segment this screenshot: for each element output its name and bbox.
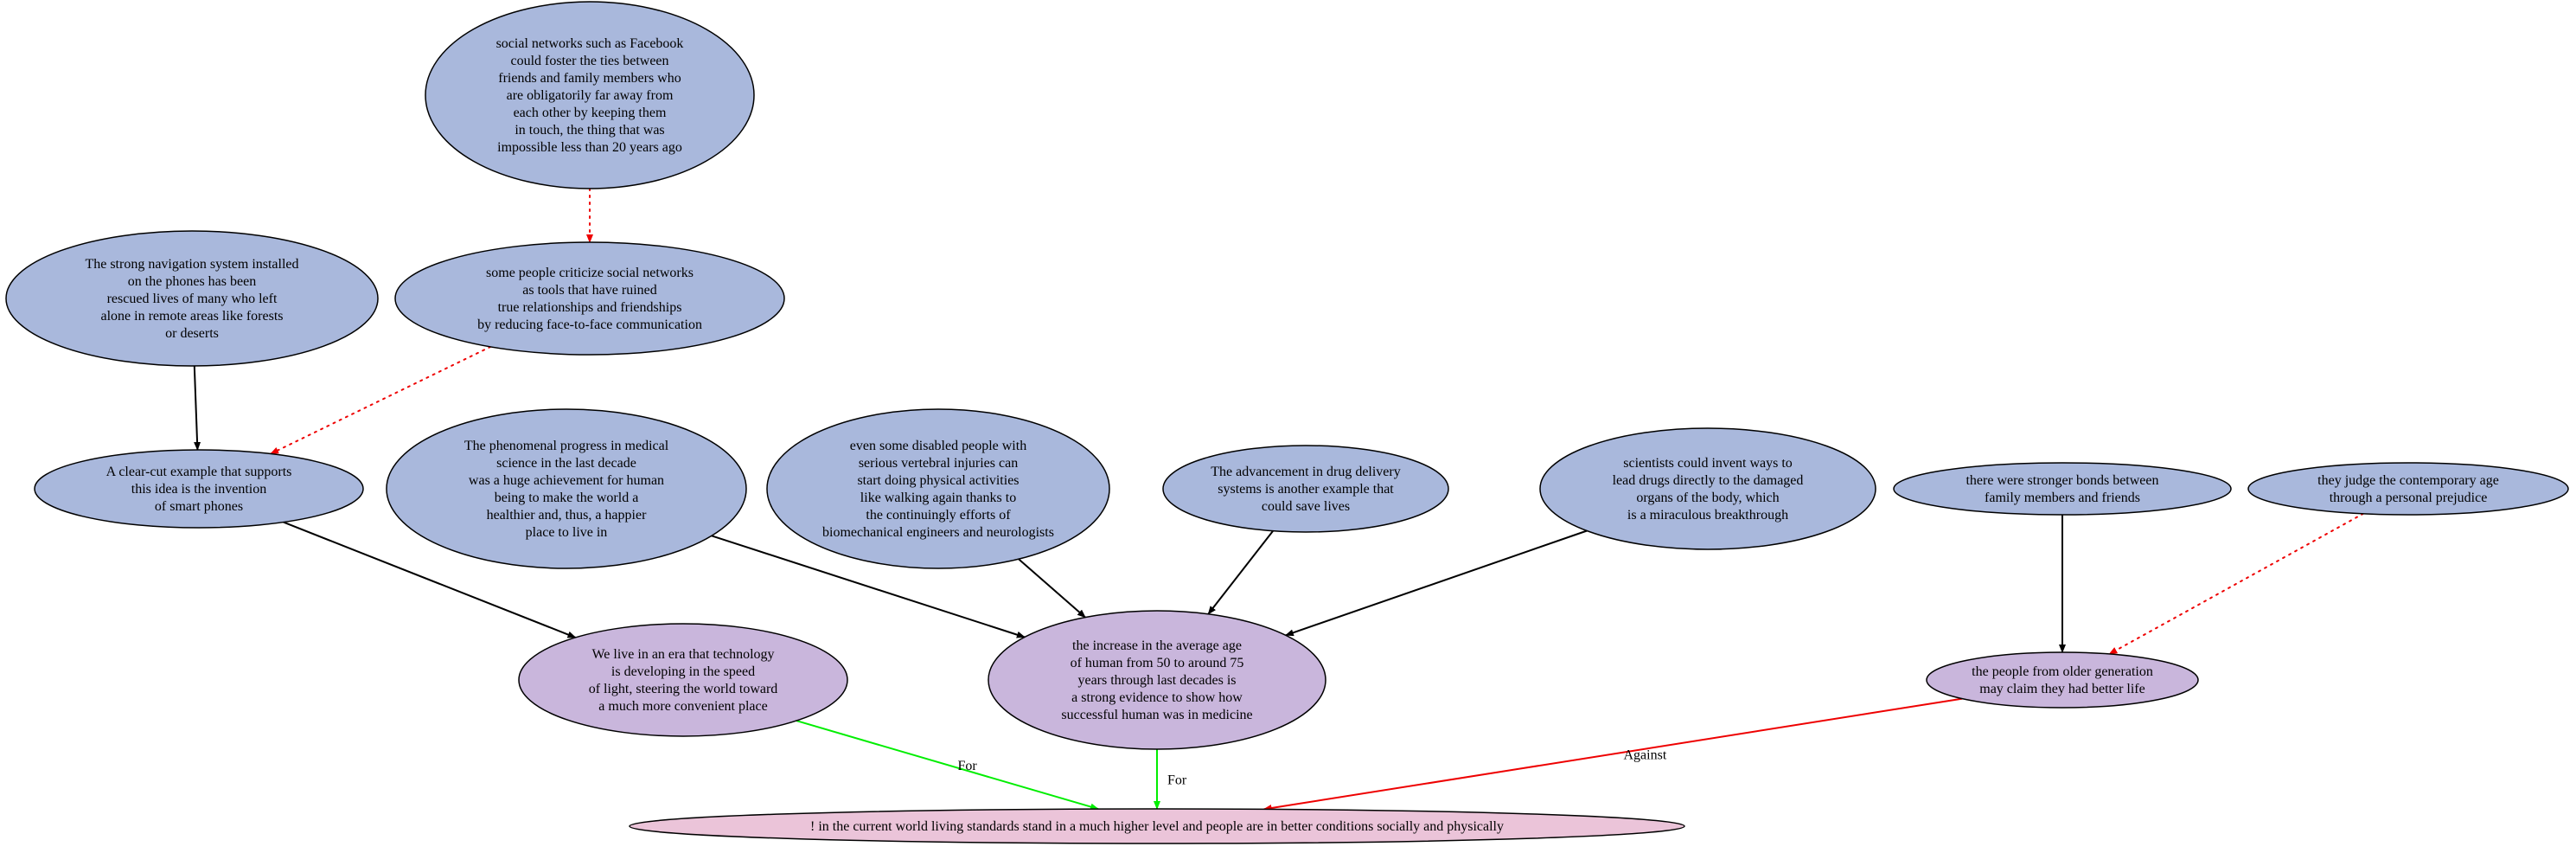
node-ellipse bbox=[1539, 427, 1876, 550]
node-text-line: could foster the ties between bbox=[510, 54, 668, 68]
node-text-line: may claim they had better life bbox=[1979, 682, 2145, 696]
node-text-line: We live in an era that technology bbox=[591, 647, 774, 662]
node-ellipse bbox=[518, 623, 848, 737]
node-premise-bonds: there were stronger bonds between family … bbox=[1893, 462, 2232, 516]
node-text-line: A clear-cut example that supports bbox=[106, 465, 292, 479]
node-text-line: ! in the current world living standards … bbox=[810, 819, 1504, 834]
node-claim-lifespan: the increase in the average age of human … bbox=[988, 610, 1326, 750]
node-text-line: The phenomenal progress in medical bbox=[464, 439, 669, 453]
node-premise-scientists: scientists could invent ways to lead drug… bbox=[1539, 427, 1876, 550]
node-claim-older: the people from older generation may clai… bbox=[1926, 651, 2199, 709]
node-text-line: the people from older generation bbox=[1972, 664, 2153, 679]
node-text-line: years through last decades is bbox=[1077, 673, 1236, 688]
node-text-line: start doing physical activities bbox=[857, 473, 1019, 488]
node-text-line: each other by keeping them bbox=[514, 106, 667, 120]
edge-support-n_navigation-to-n_smartphones bbox=[193, 365, 201, 451]
node-text-line: through a personal prejudice bbox=[2330, 491, 2488, 505]
edge-support-n_disabled-to-n_lifespan bbox=[1018, 558, 1086, 619]
node-text-line: as tools that have ruined bbox=[522, 283, 657, 298]
node-text-line: was a huge achievement for human bbox=[469, 473, 664, 488]
edge-label-for: For bbox=[958, 759, 978, 773]
node-text-line: social networks such as Facebook bbox=[496, 36, 684, 51]
node-premise-social-networks: social networks such as Facebook could fo… bbox=[425, 1, 755, 189]
node-premise-criticize: some people criticize social networks as … bbox=[394, 241, 785, 356]
node-ellipse bbox=[1926, 651, 2199, 709]
node-premise-drug: The advancement in drug delivery systems … bbox=[1162, 445, 1449, 533]
node-text-line: like walking again thanks to bbox=[860, 491, 1016, 505]
node-premise-navigation: The strong navigation system installed on… bbox=[5, 230, 379, 367]
node-text-line: the continuingly efforts of bbox=[866, 508, 1011, 523]
node-ellipse bbox=[34, 449, 364, 529]
node-ellipse bbox=[988, 610, 1326, 750]
node-text-line: family members and friends bbox=[1985, 491, 2140, 505]
node-text-line: some people criticize social networks bbox=[486, 266, 694, 280]
node-text-line: of light, steering the world toward bbox=[589, 682, 778, 696]
edge-attack-n_criticize-to-n_smartphones bbox=[270, 345, 492, 455]
node-text-line: alone in remote areas like forests bbox=[100, 309, 283, 324]
node-text-line: on the phones has been bbox=[128, 274, 256, 289]
node-text-line: is a miraculous breakthrough bbox=[1627, 508, 1788, 523]
node-text-line: a strong evidence to show how bbox=[1071, 690, 1243, 705]
node-premise-smartphones: A clear-cut example that supports this id… bbox=[34, 449, 364, 529]
node-text-line: science in the last decade bbox=[496, 456, 636, 471]
node-ellipse bbox=[394, 241, 785, 356]
edge-support-n_smartphones-to-n_era bbox=[283, 521, 577, 638]
node-ellipse bbox=[2247, 462, 2569, 516]
node-text-line: place to live in bbox=[526, 525, 608, 540]
node-text-line: in touch, the thing that was bbox=[515, 123, 664, 138]
node-text-line: of human from 50 to around 75 bbox=[1071, 656, 1244, 670]
node-text-line: being to make the world a bbox=[495, 491, 639, 505]
node-text-line: are obligatorily far away from bbox=[507, 88, 674, 103]
node-text-line: systems is another example that bbox=[1218, 482, 1394, 497]
node-premise-disabled: even some disabled people with serious ve… bbox=[766, 408, 1110, 569]
node-text-line: rescued lives of many who left bbox=[107, 292, 278, 306]
node-text-line: they judge the contemporary age bbox=[2317, 473, 2499, 488]
node-text-line: is developing in the speed bbox=[611, 664, 755, 679]
node-text-line: could save lives bbox=[1262, 499, 1350, 514]
node-ellipse bbox=[1893, 462, 2232, 516]
node-ellipse bbox=[425, 1, 755, 189]
edge-support-n_medical-to-n_lifespan bbox=[711, 535, 1026, 638]
node-text-line: biomechanical engineers and neurologists bbox=[822, 525, 1054, 540]
node-ellipse bbox=[766, 408, 1110, 569]
node-text-line: of smart phones bbox=[155, 499, 243, 514]
node-text-line: successful human was in medicine bbox=[1061, 708, 1252, 722]
edge-against-n_older-to-n_conclusion bbox=[1262, 697, 1963, 811]
node-text-line: healthier and, thus, a happier bbox=[487, 508, 647, 523]
node-text-line: organs of the body, which bbox=[1636, 491, 1779, 505]
node-text-line: a much more convenient place bbox=[598, 699, 767, 714]
node-conclusion-conclusion: ! in the current world living standards … bbox=[629, 808, 1685, 844]
node-ellipse bbox=[1162, 445, 1449, 533]
node-text-line: impossible less than 20 years ago bbox=[497, 140, 682, 155]
node-premise-medical: The phenomenal progress in medical scienc… bbox=[386, 408, 747, 569]
edge-attack-n_judge-to-n_older bbox=[2108, 512, 2364, 655]
node-text-line: there were stronger bonds between bbox=[1966, 473, 2158, 488]
node-text-line: even some disabled people with bbox=[850, 439, 1026, 453]
nodes-layer: social networks such as Facebook could fo… bbox=[5, 1, 2569, 844]
node-ellipse bbox=[629, 808, 1685, 844]
node-text-line: The strong navigation system installed bbox=[85, 257, 298, 272]
node-text-line: serious vertebral injuries can bbox=[859, 456, 1018, 471]
edge-label-for: For bbox=[1167, 773, 1187, 788]
node-text-line: the increase in the average age bbox=[1072, 638, 1242, 653]
node-text-line: lead drugs directly to the damaged bbox=[1613, 473, 1804, 488]
node-text-line: friends and family members who bbox=[498, 71, 681, 86]
edge-label-against: Against bbox=[1624, 748, 1667, 763]
edge-for-n_era-to-n_conclusion bbox=[796, 720, 1099, 811]
node-text-line: or deserts bbox=[165, 326, 219, 341]
node-ellipse bbox=[386, 408, 747, 569]
node-text-line: true relationships and friendships bbox=[498, 300, 682, 315]
node-ellipse bbox=[5, 230, 379, 367]
node-claim-era: We live in an era that technology is deve… bbox=[518, 623, 848, 737]
node-text-line: this idea is the invention bbox=[131, 482, 266, 497]
node-premise-judge: they judge the contemporary age through a… bbox=[2247, 462, 2569, 516]
node-text-line: The advancement in drug delivery bbox=[1211, 465, 1400, 479]
node-text-line: scientists could invent ways to bbox=[1623, 456, 1793, 471]
edge-support-n_drug-to-n_lifespan bbox=[1207, 530, 1274, 615]
edge-support-n_scientists-to-n_lifespan bbox=[1284, 529, 1588, 637]
node-text-line: by reducing face-to-face communication bbox=[477, 317, 702, 332]
